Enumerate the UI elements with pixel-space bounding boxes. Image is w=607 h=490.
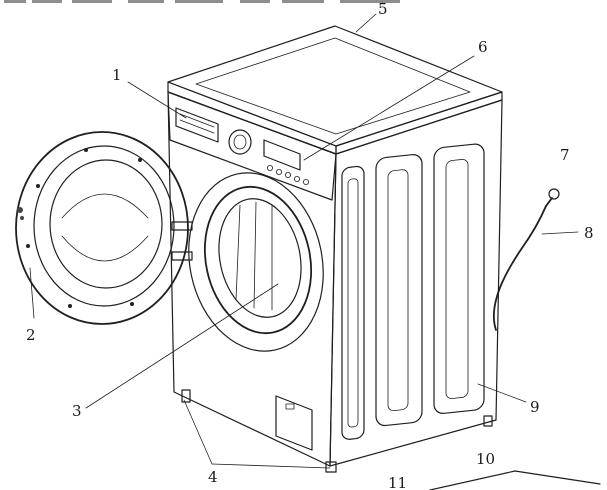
callout-8: 8 xyxy=(584,224,594,242)
callout-5: 5 xyxy=(378,0,388,18)
callout-9: 9 xyxy=(530,398,540,416)
callout-labels: 1 2 3 4 5 6 7 8 9 10 11 xyxy=(26,0,594,490)
cropped-text-fragment xyxy=(4,0,400,3)
control-buttons[interactable] xyxy=(266,164,309,185)
door-handle-icon xyxy=(17,207,24,220)
side-panel xyxy=(329,99,503,467)
power-cord xyxy=(493,188,560,331)
program-knob[interactable] xyxy=(228,129,252,155)
detergent-drawer[interactable] xyxy=(175,107,219,143)
open-door[interactable] xyxy=(15,131,189,325)
door-hinge xyxy=(171,221,193,261)
callout-10: 10 xyxy=(476,450,495,468)
filter-cover[interactable] xyxy=(275,395,313,451)
leader-lines xyxy=(29,13,579,469)
control-display xyxy=(263,139,301,171)
callout-3: 3 xyxy=(72,402,82,420)
door-opening xyxy=(188,172,324,352)
floor-line xyxy=(429,470,601,490)
callout-11: 11 xyxy=(388,474,407,490)
callout-6: 6 xyxy=(478,38,488,56)
callout-2: 2 xyxy=(26,326,36,344)
callout-4: 4 xyxy=(208,468,218,486)
callout-1: 1 xyxy=(112,66,122,84)
adjustable-feet xyxy=(181,389,493,473)
side-panel-ribs xyxy=(341,143,485,440)
callout-7: 7 xyxy=(560,146,570,164)
